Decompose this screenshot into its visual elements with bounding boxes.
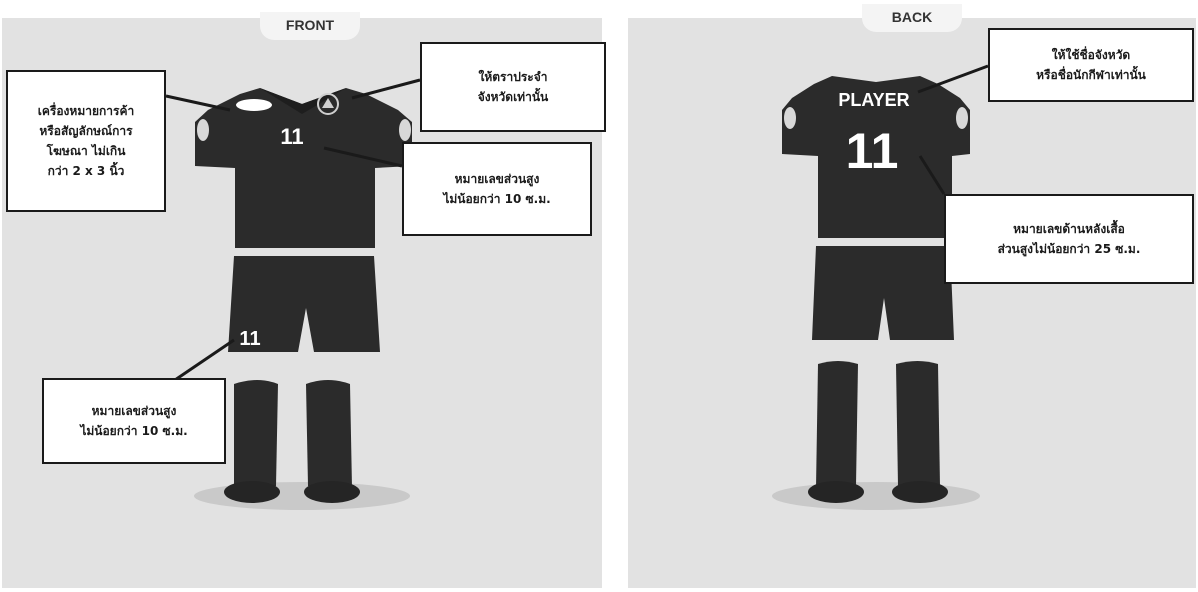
sponsor-callout: เครื่องหมายการค้า หรือสัญลักษณ์การ โฆษณา…	[6, 70, 166, 212]
back-ground-shadow	[772, 482, 980, 510]
back-number-callout: หมายเลขด้านหลังเสื้อ ส่วนสูงไม่น้อยกว่า …	[944, 194, 1194, 284]
front-boot-left	[224, 481, 280, 503]
front-sponsor-logo	[236, 99, 272, 111]
back-boot-right	[892, 481, 948, 503]
back-panel: BACK PLAYER 11 ให้ใช้ชื่อจังหวัด หรือชื่…	[628, 18, 1196, 588]
province-badge-callout: ให้ตราประจำ จังหวัดเท่านั้น	[420, 42, 606, 132]
front-boot-right	[304, 481, 360, 503]
front-shirt-number: 11	[280, 124, 303, 149]
back-sleeve-badge-right	[956, 107, 968, 129]
front-shorts-number: 11	[239, 328, 260, 350]
front-panel: FRONT 11 11 เครื่องหมายการค้า หรือส	[2, 18, 602, 588]
back-shirt-number: 11	[846, 123, 899, 179]
back-sock-left	[816, 361, 858, 488]
sponsor-arrow	[166, 96, 230, 110]
back-sleeve-badge-left	[784, 107, 796, 129]
shorts-number-arrow	[172, 340, 234, 382]
back-sock-right	[896, 361, 940, 486]
front-sleeve-badge-left	[197, 119, 209, 141]
name-callout: ให้ใช้ชื่อจังหวัด หรือชื่อนักกีฬาเท่านั้…	[988, 28, 1194, 102]
front-number-callout: หมายเลขส่วนสูง ไม่น้อยกว่า 10 ซ.ม.	[402, 142, 592, 236]
back-shorts	[812, 246, 954, 340]
shorts-number-callout: หมายเลขส่วนสูง ไม่น้อยกว่า 10 ซ.ม.	[42, 378, 226, 464]
name-arrow	[918, 66, 988, 92]
front-sleeve-badge-right	[399, 119, 411, 141]
front-sock-right	[306, 380, 352, 488]
back-player-name: PLAYER	[838, 90, 909, 110]
back-boot-left	[808, 481, 864, 503]
front-sock-left	[234, 380, 278, 490]
back-kit-figure: PLAYER 11	[628, 18, 1196, 588]
province-badge-arrow	[352, 80, 420, 98]
